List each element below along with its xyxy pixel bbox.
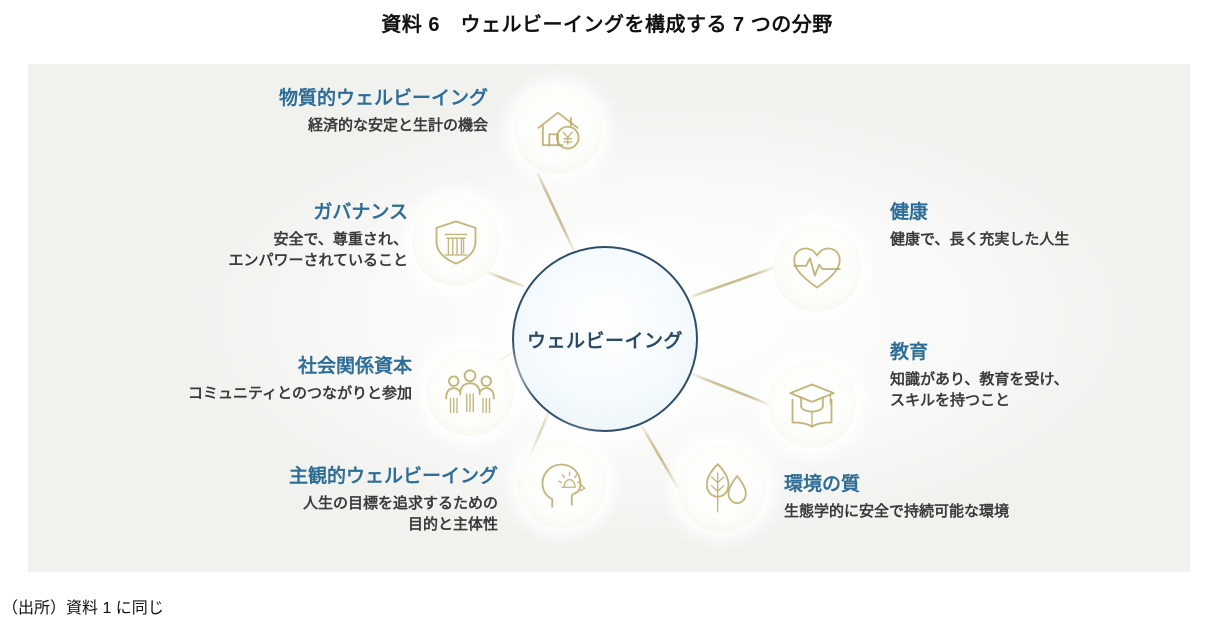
node-desc-governance-line-0: 安全で、尊重され、: [273, 230, 408, 248]
shield-pillar-icon: [435, 220, 477, 265]
node-subjective-wellbeing: 主観的ウェルビーイング 人生の目標を追求するための 目的と主体性: [118, 464, 498, 536]
node-desc-health-line-0: 健康で、長く充実した人生: [890, 230, 1070, 248]
graduation-book-icon: [789, 383, 835, 428]
node-health: 健康 健康で、長く充実した人生: [890, 200, 1190, 250]
node-desc-education-line-1: スキルを持つこと: [890, 392, 1011, 410]
node-desc-material-wellbeing-line-0: 経済的な安定と生計の機会: [307, 116, 488, 134]
node-title-subjective-wellbeing: 主観的ウェルビーイング: [288, 466, 498, 487]
spoke-health: [691, 266, 775, 298]
node-title-social-capital: 社会関係資本: [297, 356, 412, 377]
node-desc-subjective-wellbeing-line-0: 人生の目標を追求するための: [302, 494, 498, 512]
icon-bubble-environment-quality: [678, 444, 766, 532]
node-material-wellbeing: 物質的ウェルビーイング 経済的な安定と生計の機会: [128, 86, 488, 136]
icon-bubble-subjective-wellbeing: [518, 440, 606, 528]
hub-label: ウェルビーイング: [526, 330, 683, 352]
icon-bubble-social-capital: [426, 348, 514, 436]
node-desc-social-capital-line-0: コミュニティとのつながりと参加: [188, 384, 412, 402]
icon-bubble-health: [773, 224, 861, 312]
node-governance: ガバナンス 安全で、尊重され、 エンパワーされていること: [68, 200, 408, 272]
node-title-environment-quality: 環境の質: [784, 474, 861, 495]
leaf-droplet-icon: [705, 463, 747, 513]
icon-bubble-education: [768, 360, 856, 448]
node-social-capital: 社会関係資本 コミュニティとのつながりと参加: [12, 354, 412, 404]
spoke-material: [536, 172, 576, 253]
house-yen-icon: [537, 111, 580, 150]
node-title-governance: ガバナンス: [313, 202, 408, 223]
icon-bubble-governance: [412, 198, 500, 286]
node-desc-education-line-0: 知識があり、教育を受け、: [890, 370, 1069, 388]
node-environment-quality: 環境の質 生態学的に安全で持続可能な環境: [784, 472, 1184, 522]
source-note: （出所）資料 1 に同じ: [2, 600, 164, 617]
spoke-environment: [634, 414, 680, 490]
head-sunrise-icon: [541, 463, 586, 508]
node-title-health: 健康: [890, 202, 929, 223]
node-desc-governance-line-1: エンパワーされていること: [228, 252, 408, 270]
icon-bubble-material-wellbeing: [514, 86, 602, 174]
node-title-material-wellbeing: 物質的ウェルビーイング: [278, 88, 488, 109]
node-title-education: 教育: [890, 342, 929, 363]
hub-circle: ウェルビーイング: [512, 246, 698, 432]
node-desc-subjective-wellbeing-line-1: 目的と主体性: [407, 516, 498, 534]
people-group-icon: [445, 369, 495, 414]
heart-pulse-icon: [793, 247, 841, 289]
node-education: 教育 知識があり、教育を受け、 スキルを持つこと: [890, 340, 1190, 412]
page-title: 資料 6 ウェルビーイングを構成する 7 つの分野: [381, 14, 833, 36]
spoke-education: [690, 372, 770, 406]
node-desc-environment-quality-line-0: 生態学的に安全で持続可能な環境: [784, 502, 1010, 520]
wellbeing-diagram-panel: ウェルビーイング: [28, 64, 1190, 572]
